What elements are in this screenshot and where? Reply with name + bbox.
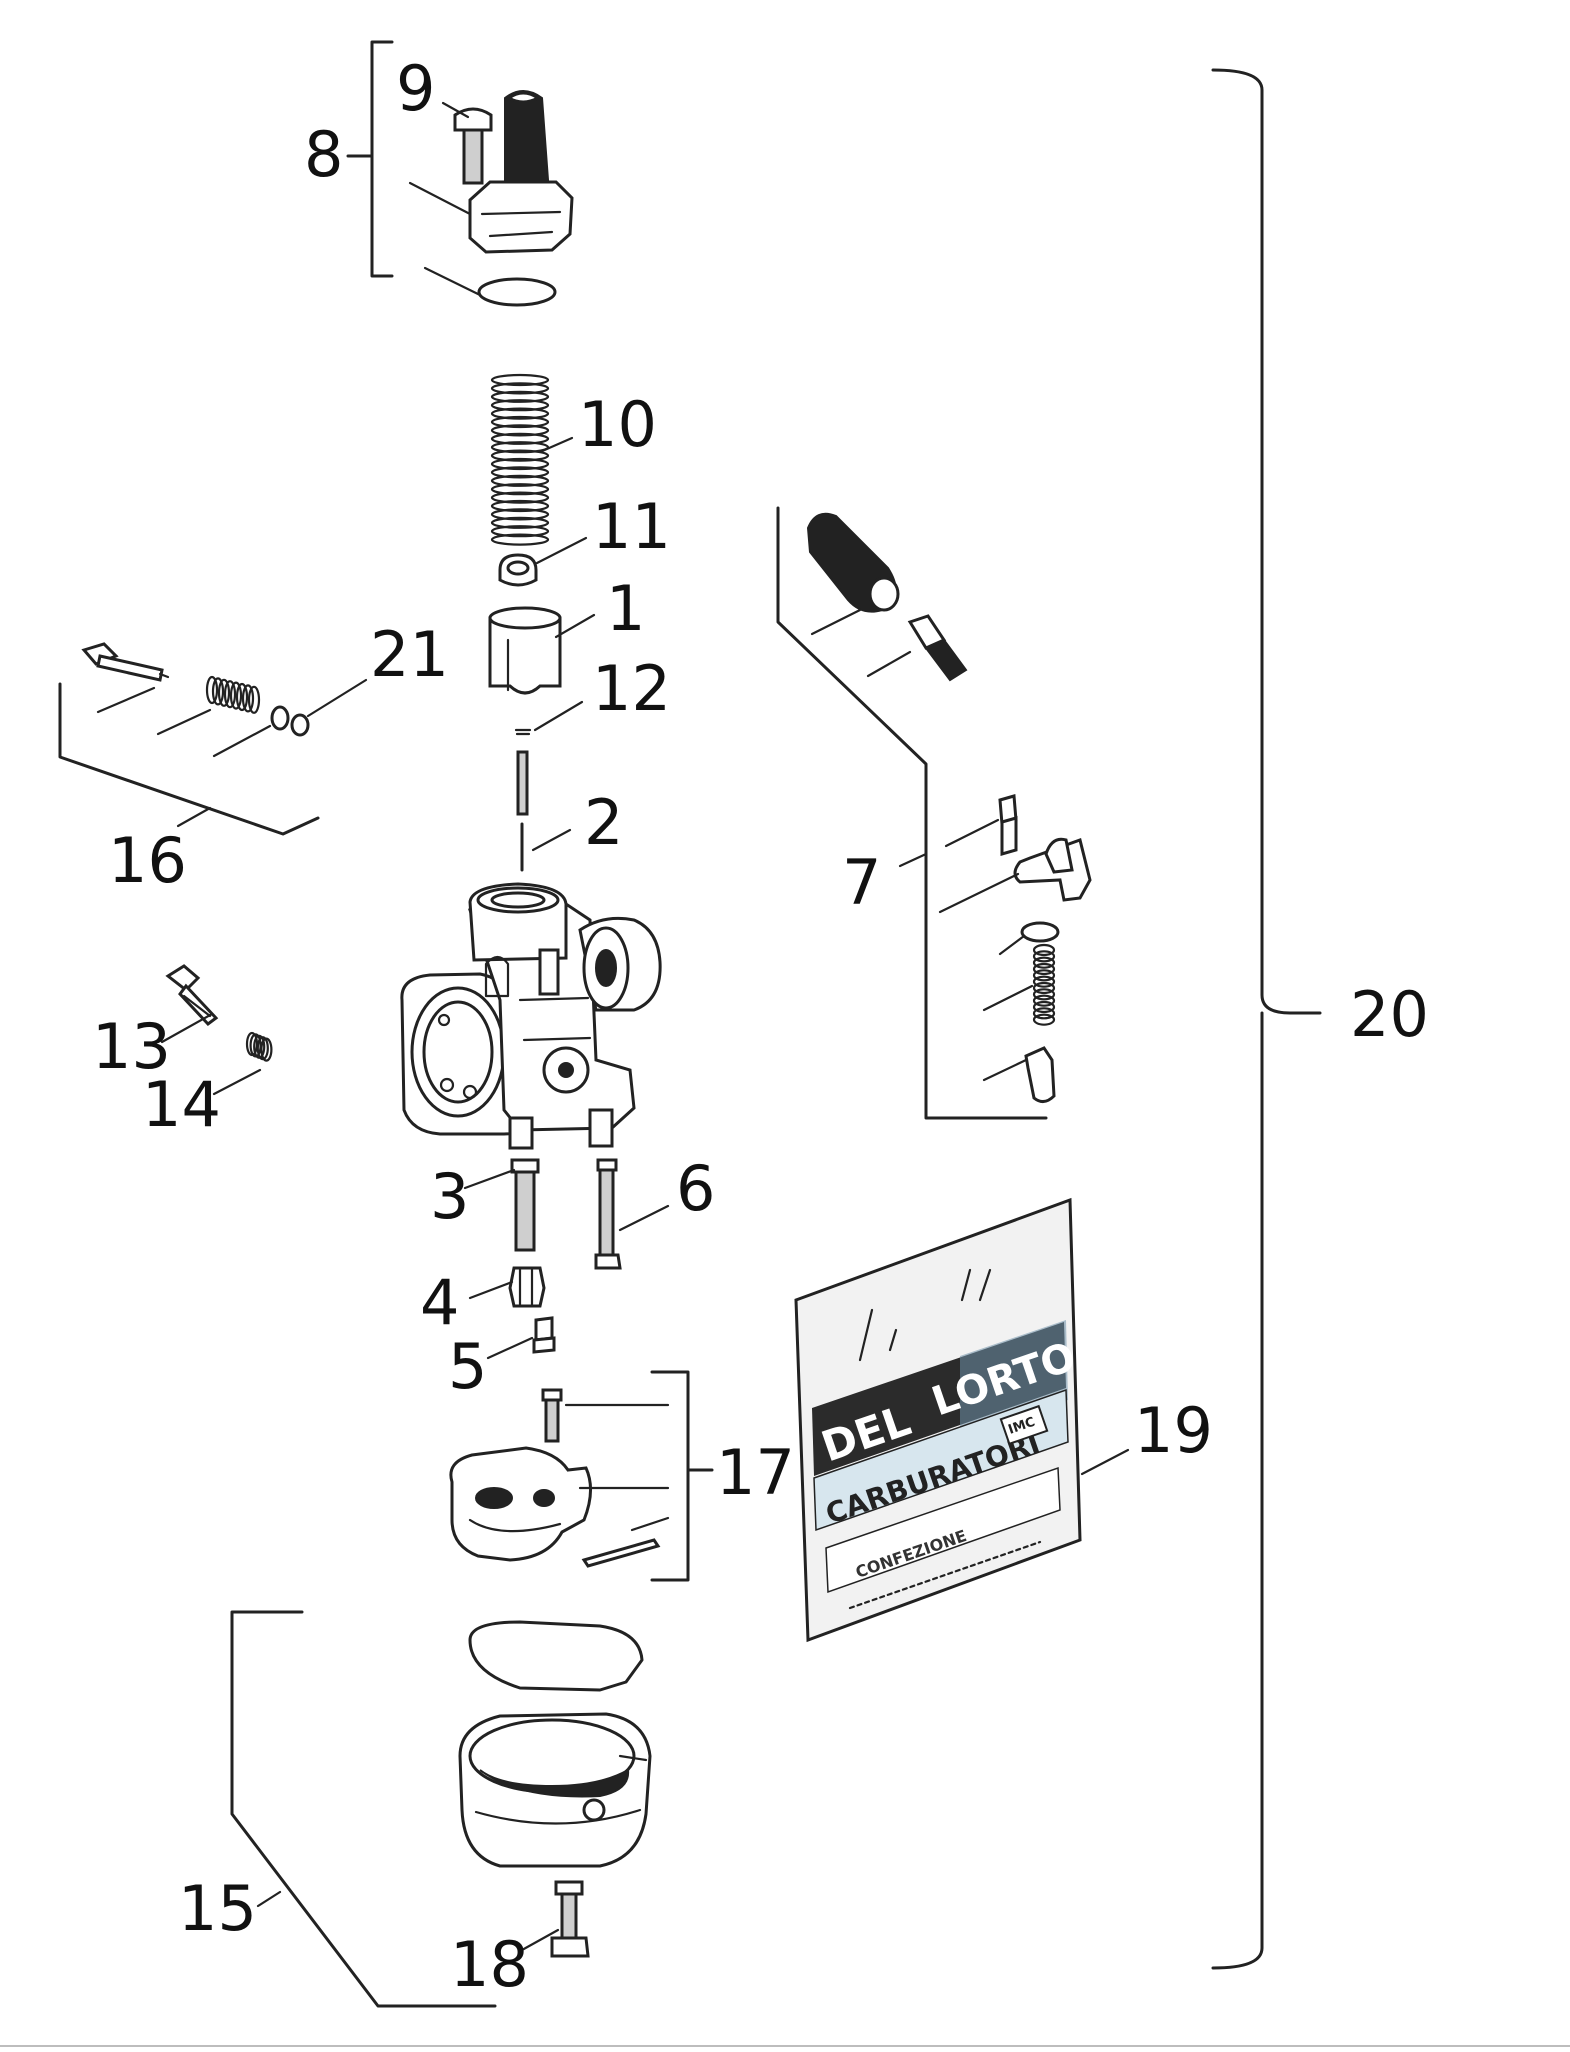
bottom-rule bbox=[0, 2045, 1570, 2047]
callout-5: 5 bbox=[448, 1330, 487, 1403]
callout-1: 1 bbox=[606, 572, 645, 645]
float-bowl-assembly bbox=[230, 1610, 652, 2008]
jet-needle bbox=[516, 750, 572, 872]
callout-11: 11 bbox=[592, 490, 671, 563]
callout-6: 6 bbox=[676, 1152, 715, 1225]
bracket-20 bbox=[1211, 68, 1322, 1970]
callout-2: 2 bbox=[584, 786, 623, 859]
idle-speed-screw bbox=[160, 964, 219, 1044]
throttle-slide bbox=[488, 606, 596, 695]
float-assembly bbox=[449, 1370, 714, 1582]
idle-screw-spring bbox=[212, 1031, 273, 1096]
callout-14: 14 bbox=[142, 1068, 221, 1141]
main-jet bbox=[468, 1266, 546, 1308]
drain-screw bbox=[520, 1880, 590, 1958]
carburetor-body bbox=[400, 882, 662, 1150]
callout-7: 7 bbox=[842, 846, 881, 919]
callout-17: 17 bbox=[716, 1436, 795, 1509]
callout-16: 16 bbox=[108, 824, 187, 897]
callout-9: 9 bbox=[396, 52, 435, 125]
parts-bag: DEL LORTO CARBURATORI IMC CONFEZIONE bbox=[794, 1197, 1130, 1643]
callout-3: 3 bbox=[430, 1160, 469, 1233]
callout-labels: 1 2 3 4 5 6 7 8 9 10 11 12 13 14 15 16 1… bbox=[92, 52, 1429, 2001]
callout-4: 4 bbox=[420, 1266, 459, 1339]
callout-15: 15 bbox=[178, 1872, 257, 1945]
idle-screw bbox=[594, 1158, 670, 1270]
callout-13: 13 bbox=[92, 1010, 171, 1083]
mixture-screw-set bbox=[58, 642, 368, 836]
starter-assembly bbox=[776, 506, 1092, 1120]
callout-21: 21 bbox=[370, 618, 449, 691]
spring-retainer bbox=[498, 536, 588, 587]
main-jet-holder bbox=[463, 1158, 540, 1252]
callout-10: 10 bbox=[578, 388, 657, 461]
callout-8: 8 bbox=[304, 118, 343, 191]
callout-18: 18 bbox=[450, 1928, 529, 2001]
idle-jet bbox=[486, 1316, 556, 1360]
callout-20: 20 bbox=[1350, 978, 1429, 1051]
callout-12: 12 bbox=[592, 652, 671, 725]
needle-clip bbox=[514, 700, 584, 736]
throttle-cap-assembly bbox=[346, 40, 574, 307]
callout-19: 19 bbox=[1134, 1394, 1213, 1467]
slide-spring bbox=[490, 373, 574, 546]
